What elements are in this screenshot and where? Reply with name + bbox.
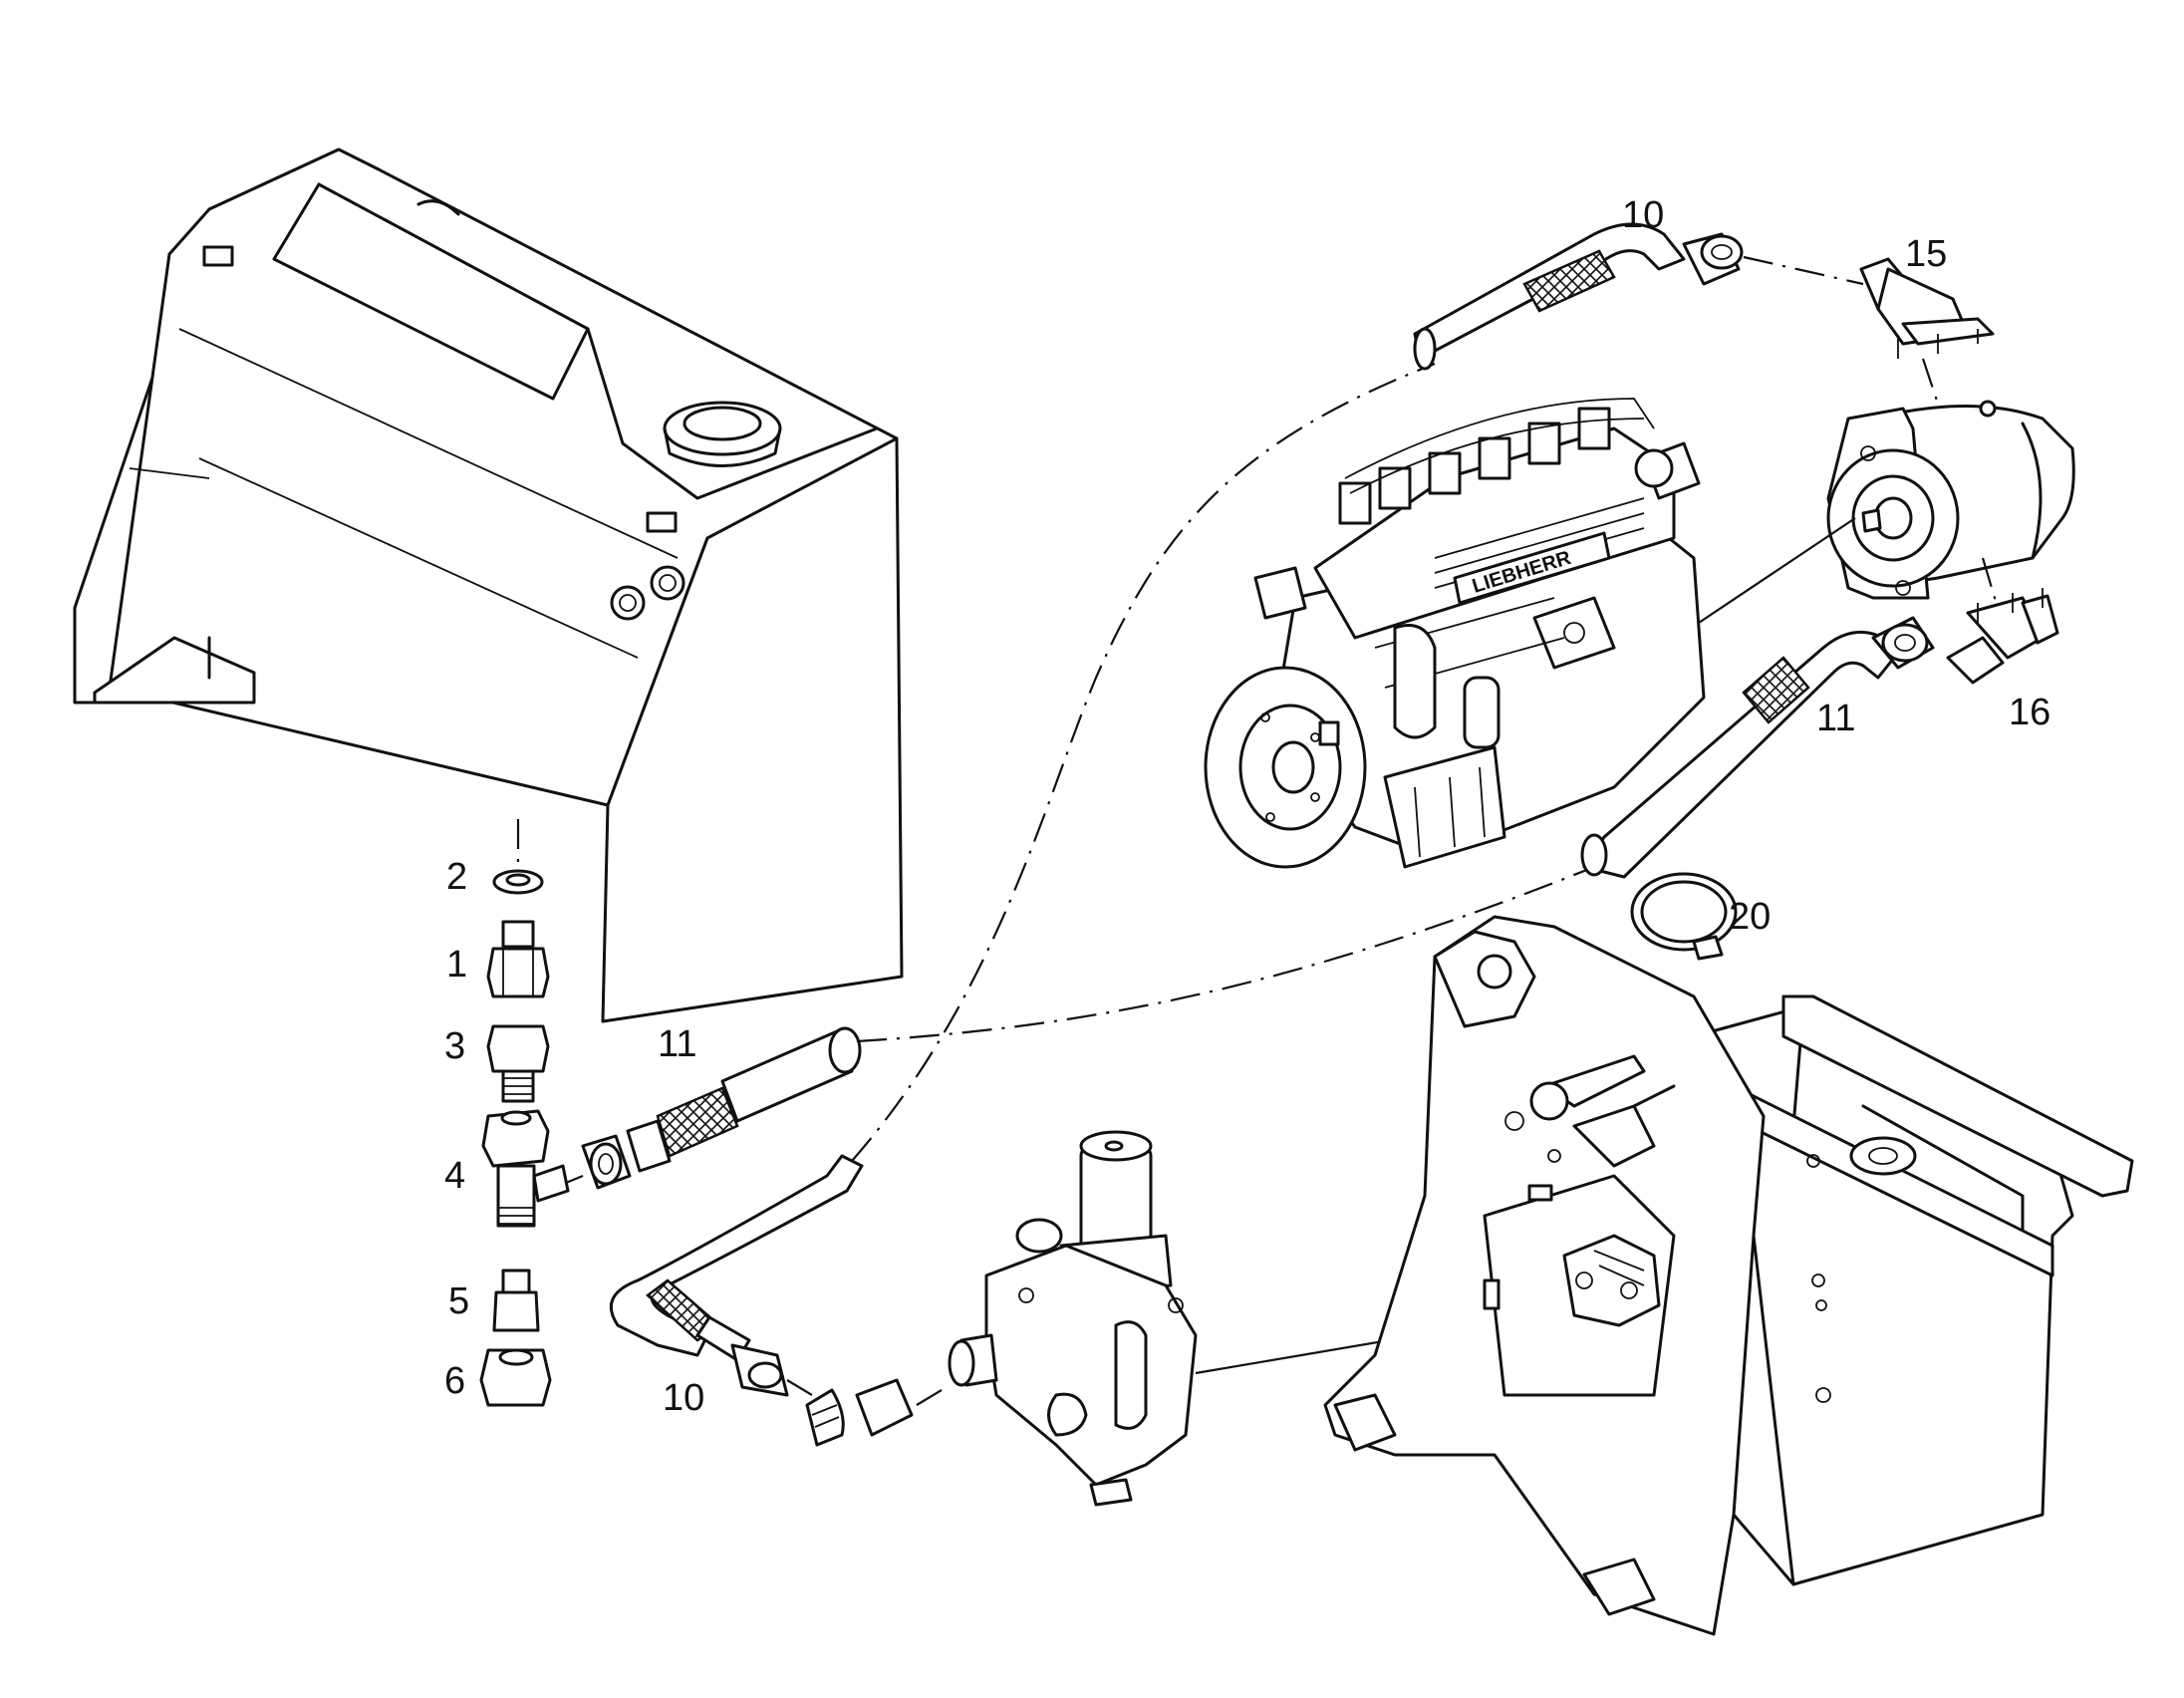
hose-10-left: [609, 1154, 864, 1397]
pump-housing: [1323, 915, 2134, 1636]
gear-pump: [1826, 400, 2075, 600]
elbow-fitting: [786, 1378, 943, 1447]
callout-16: 16: [2009, 692, 2050, 733]
callout-20: 20: [1729, 896, 1771, 938]
callout-11-lower: 11: [658, 1023, 696, 1065]
elbow-16: [1946, 588, 2059, 685]
callout-2: 2: [446, 856, 467, 898]
callout-10-upper: 10: [1622, 194, 1664, 236]
leader-hose10-to-top-hose: [851, 362, 1436, 1162]
callout-6: 6: [444, 1360, 465, 1402]
leader-pump-to-elbow16: [1981, 557, 2000, 609]
callout-3: 3: [444, 1025, 465, 1067]
leader-elbow15-to-pump: [1921, 358, 1940, 405]
hydraulic-tank: [73, 147, 904, 1023]
hose-11-left: [581, 1026, 862, 1190]
fitting-stack: [479, 869, 570, 1407]
hose-10-top: [1413, 222, 1744, 371]
control-valve: [948, 1130, 1198, 1507]
callout-15: 15: [1905, 233, 1947, 275]
elbow-15: [1859, 257, 1995, 359]
leader-tee-to-hose: [565, 1174, 584, 1185]
leader-pump-to-engine: [1683, 517, 1856, 634]
callout-4: 4: [444, 1155, 465, 1197]
callout-11-upper: 11: [1816, 698, 1855, 739]
leader-hose10-to-elbow15: [1743, 255, 1864, 286]
engine: LIEBHERR: [1204, 398, 1706, 869]
hose-11-right: [1580, 616, 1935, 879]
callout-1: 1: [446, 944, 467, 986]
callout-10-lower: 10: [663, 1377, 704, 1419]
hose-clamp-20: [1630, 872, 1738, 961]
callout-5: 5: [448, 1280, 469, 1322]
